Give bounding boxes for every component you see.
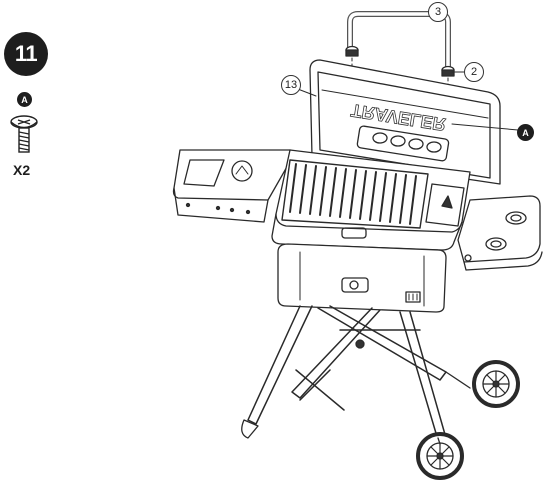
lid [309,59,501,185]
cooking-grate [289,163,417,225]
stand-pivot [355,339,365,349]
control-knob [349,280,359,290]
screw-icon [10,115,38,153]
front-badge [341,227,367,239]
left-side-table [172,149,295,201]
rear-wheel [472,360,520,408]
cupholder-bottom [485,237,507,251]
callout-cap: 2 [464,62,484,82]
handle-bar [347,11,451,71]
callout-screw-location: A [517,124,534,141]
right-side-table [457,195,541,263]
lid-vents [356,125,450,162]
front-wheel [416,432,464,480]
cupholder-top [505,211,527,225]
logo-emblem [231,160,253,182]
callout-lid: 13 [281,75,301,95]
step-number-badge: 11 [4,32,48,76]
callout-handle: 3 [428,2,448,22]
part-a-label: A [17,92,32,107]
quantity-label: X2 [13,162,31,178]
folding-stand [247,305,447,441]
